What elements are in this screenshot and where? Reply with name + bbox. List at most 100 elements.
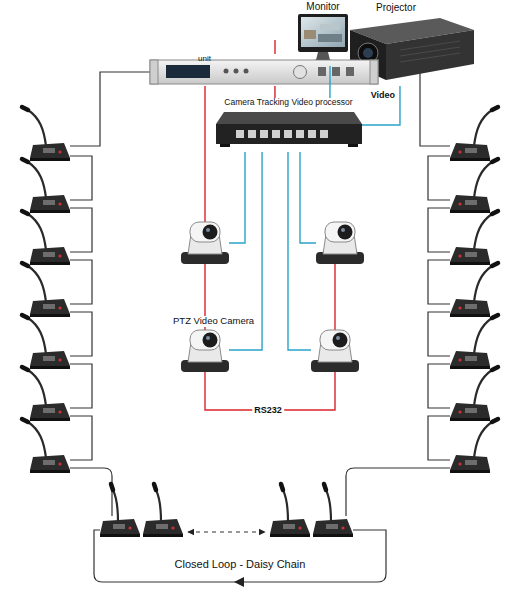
wire — [378, 72, 450, 146]
wire — [204, 86, 205, 222]
wire — [428, 312, 450, 356]
wire — [70, 260, 92, 304]
wire — [428, 260, 450, 304]
delegate-microphone — [22, 159, 70, 213]
loop-arrow — [234, 577, 244, 587]
processor-button — [236, 130, 244, 138]
device-label: PTZ Video Camera — [171, 316, 256, 327]
rack-knob — [294, 66, 307, 79]
projector-vents — [400, 41, 460, 62]
wire — [288, 152, 311, 350]
rack-button — [234, 69, 239, 74]
delegate-microphone — [100, 484, 140, 537]
daisy-chain-loop: Closed Loop - Daisy Chain — [88, 494, 392, 592]
ptz-camera-symbol — [316, 222, 364, 264]
delegate-microphone — [22, 315, 70, 369]
processor-button — [296, 130, 304, 138]
processor-symbol — [216, 112, 362, 147]
processor-button — [320, 130, 328, 138]
projector-device: Projector — [340, 0, 476, 86]
projector-side — [386, 30, 474, 80]
wire — [334, 264, 335, 330]
device-label: Projector — [361, 2, 431, 14]
processor-button — [308, 130, 316, 138]
screen-picture — [318, 34, 342, 42]
wire — [70, 156, 92, 200]
ptz-camera-symbol — [181, 222, 229, 264]
connector-label: Video — [371, 90, 395, 100]
rack-button — [244, 69, 249, 74]
screen-picture — [304, 30, 316, 39]
delegate-microphone — [450, 159, 498, 213]
video-cable — [229, 152, 262, 350]
wire — [346, 468, 450, 516]
wire — [300, 152, 316, 243]
rack-unit-symbol — [150, 60, 378, 84]
signal-name: RS232 — [252, 405, 284, 415]
delegate-microphone — [22, 367, 70, 421]
delegate-microphone — [450, 419, 498, 473]
control-cable — [274, 86, 275, 98]
video-cable — [362, 86, 400, 125]
ptz-camera: PTZ Video Camera — [181, 316, 229, 372]
video-cable — [329, 66, 330, 98]
wire — [274, 40, 275, 54]
wire — [70, 208, 92, 252]
loop-wire — [94, 530, 386, 582]
processor-button — [248, 130, 256, 138]
processor-foot — [348, 144, 358, 147]
rack-front — [150, 60, 378, 84]
delegate-microphone — [22, 107, 70, 161]
delegate-microphone — [313, 484, 353, 537]
wire — [70, 416, 92, 460]
rack-port — [318, 67, 326, 76]
wire — [428, 156, 450, 200]
wire — [428, 416, 450, 460]
loop-continuation — [188, 531, 265, 532]
device-label: unit — [198, 54, 211, 63]
monitor-symbol — [298, 14, 348, 65]
delegate-microphone — [22, 263, 70, 317]
wire — [428, 208, 450, 252]
wire — [428, 364, 450, 408]
processor-front — [216, 124, 362, 144]
processor-button — [272, 130, 280, 138]
ptz-camera-symbol — [311, 330, 359, 372]
video-processor: Camera Tracking Video processor — [215, 98, 362, 152]
screen-picture — [320, 24, 340, 30]
wire — [205, 372, 335, 410]
ptz-camera-symbol — [181, 330, 229, 372]
processor-button — [260, 130, 268, 138]
monitor-stand — [316, 52, 330, 60]
processor-top — [216, 112, 362, 124]
rack-display — [166, 65, 210, 78]
central-unit: unit — [150, 54, 378, 86]
monitor-screen — [301, 17, 345, 47]
delegate-microphone — [450, 315, 498, 369]
rack-button — [224, 69, 229, 74]
rack-ear — [150, 60, 158, 84]
processor-foot — [220, 144, 230, 147]
wire — [229, 152, 245, 243]
delegate-microphone — [22, 211, 70, 265]
processor-button — [284, 130, 292, 138]
device-label: Closed Loop - Daisy Chain — [88, 558, 392, 571]
delegate-microphone — [270, 484, 310, 537]
projector-glass — [363, 48, 373, 58]
device-label: Monitor — [296, 1, 350, 13]
rack-port — [346, 67, 354, 76]
monitor-device: Monitor — [296, 0, 350, 66]
device-label: Camera Tracking Video processor — [210, 98, 367, 108]
delegate-microphone — [450, 211, 498, 265]
delegate-microphone — [450, 263, 498, 317]
rack-ear — [370, 60, 378, 84]
monitor-frame — [298, 14, 348, 52]
delegate-microphone — [22, 419, 70, 473]
wire — [70, 312, 92, 356]
rs232-wiring — [205, 40, 335, 410]
